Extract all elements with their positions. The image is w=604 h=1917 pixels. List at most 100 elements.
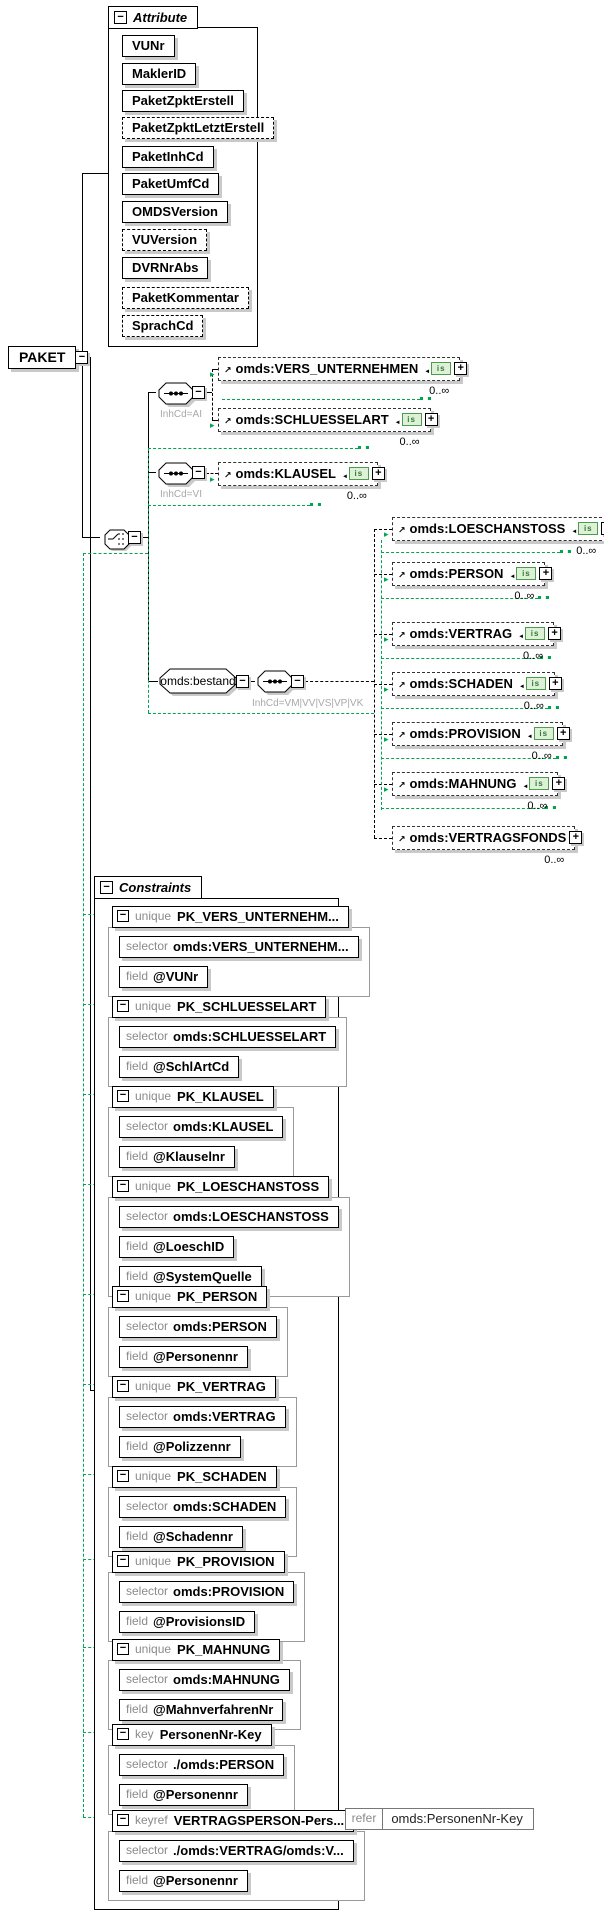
collapse-icon[interactable] <box>117 1728 129 1740</box>
attribute-paketzpkterstell[interactable]: PaketZpktErstell <box>122 90 244 112</box>
collapse-icon[interactable] <box>117 1814 129 1826</box>
field-row[interactable]: field@Schadennr <box>119 1525 243 1548</box>
collapse-icon[interactable] <box>75 351 89 364</box>
field-row[interactable]: field@Personennr <box>119 1783 248 1806</box>
element-person[interactable]: omds:PERSON is 0..∞ <box>392 562 553 602</box>
element-schluesselart[interactable]: omds:SCHLUESSELART is 0..∞ <box>218 408 438 448</box>
attribute-vunr[interactable]: VUNr <box>122 35 175 57</box>
collapse-icon[interactable] <box>117 1470 129 1482</box>
constraint-header[interactable]: keyrefVERTRAGSPERSON-Pers... <box>112 1809 355 1832</box>
collapse-icon[interactable] <box>117 1180 129 1192</box>
choice-compositor-icon[interactable] <box>100 526 132 552</box>
attribute-paketumfcd[interactable]: PaketUmfCd <box>122 173 220 195</box>
expand-icon[interactable] <box>454 362 468 375</box>
attribute-group-tab[interactable]: Attribute <box>108 6 199 29</box>
collapse-icon[interactable] <box>236 675 249 688</box>
field-row[interactable]: field@Polizzennr <box>119 1435 241 1458</box>
attribute-paketkommentar[interactable]: PaketKommentar <box>122 287 249 309</box>
collapse-icon[interactable] <box>114 11 127 24</box>
element-klausel[interactable]: omds:KLAUSEL is 0..∞ <box>218 462 385 502</box>
field-row[interactable]: field@SchlArtCd <box>119 1055 240 1078</box>
sequence-compositor-icon[interactable] <box>156 381 198 408</box>
element-loeschanstoss[interactable]: omds:LOESCHANSTOSS is 0..∞ <box>392 517 604 557</box>
bestand-element[interactable]: omds:bestand <box>158 667 242 698</box>
collapse-icon[interactable] <box>192 386 205 399</box>
collapse-icon[interactable] <box>117 1290 129 1302</box>
element-provision[interactable]: omds:PROVISION is 0..∞ <box>392 722 570 762</box>
element-vers-unternehmen[interactable]: omds:VERS_UNTERNEHMEN is 0..∞ <box>218 357 468 397</box>
field-row[interactable]: field@VUNr <box>119 965 209 988</box>
expand-icon[interactable] <box>569 831 583 844</box>
collapse-icon[interactable] <box>117 1555 129 1567</box>
field-row[interactable]: field@Personennr <box>119 1869 248 1892</box>
attribute-paketinhcd[interactable]: PaketInhCd <box>122 146 214 168</box>
element-schaden[interactable]: omds:SCHADEN is 0..∞ <box>392 672 562 712</box>
element-mahnung[interactable]: omds:MAHNUNG is 0..∞ <box>392 772 566 812</box>
field-row[interactable]: field@ProvisionsID <box>119 1610 256 1633</box>
expand-icon[interactable] <box>556 727 570 740</box>
field-row[interactable]: field@LoeschID <box>119 1235 235 1258</box>
expand-icon[interactable] <box>539 567 553 580</box>
selector-row[interactable]: selector./omds:PERSON <box>119 1753 285 1776</box>
attribute-vuversion[interactable]: VUVersion <box>122 229 208 251</box>
expand-icon[interactable] <box>424 413 438 426</box>
attribute-sprachcd[interactable]: SprachCd <box>122 315 204 337</box>
collapse-icon[interactable] <box>291 675 304 688</box>
attribute-maklerid[interactable]: MaklerID <box>122 63 197 85</box>
root-element-paket[interactable]: PAKET <box>8 346 89 369</box>
constraint-header[interactable]: uniquePK_VERS_UNTERNEHM... <box>112 905 349 928</box>
sequence-compositor-icon[interactable] <box>156 461 198 488</box>
expand-icon[interactable] <box>552 777 566 790</box>
expand-icon[interactable] <box>548 677 562 690</box>
expand-icon[interactable] <box>601 522 604 535</box>
sequence-compositor-icon[interactable] <box>255 668 297 697</box>
collapse-icon[interactable] <box>117 1090 129 1102</box>
collapse-icon[interactable] <box>117 1380 129 1392</box>
expand-icon[interactable] <box>548 627 562 640</box>
element-vertragsfonds[interactable]: omds:VERTRAGSFONDS 0..∞ <box>392 826 583 866</box>
constraints-group-tab[interactable]: Constraints <box>94 876 203 899</box>
collapse-icon[interactable] <box>128 531 141 544</box>
expand-icon[interactable] <box>371 467 385 480</box>
collapse-icon[interactable] <box>117 1000 129 1012</box>
attribute-paketzpktletzterstell[interactable]: PaketZpktLetztErstell <box>122 117 275 139</box>
element-vertrag[interactable]: omds:VERTRAG is 0..∞ <box>392 622 562 662</box>
field-row[interactable]: field@MahnverfahrenNr <box>119 1698 284 1721</box>
collapse-icon[interactable] <box>117 910 129 922</box>
collapse-icon[interactable] <box>117 1643 129 1655</box>
field-row[interactable]: field@Klauselnr <box>119 1145 235 1168</box>
collapse-icon[interactable] <box>192 466 205 479</box>
collapse-icon[interactable] <box>100 881 113 894</box>
attribute-omdsversion[interactable]: OMDSVersion <box>122 201 228 223</box>
field-row[interactable]: field@Personennr <box>119 1345 248 1368</box>
attribute-dvrnrabs[interactable]: DVRNrAbs <box>122 257 209 279</box>
